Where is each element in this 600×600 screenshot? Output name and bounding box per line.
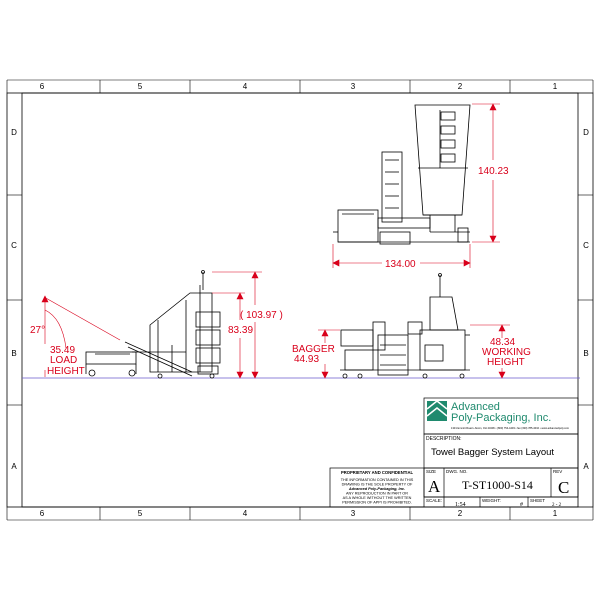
- scale-label: SCALE:: [426, 498, 442, 503]
- sheet-value: 2 - 2: [552, 503, 562, 508]
- row-label: B: [583, 349, 588, 358]
- outer-frame: [6, 92, 594, 508]
- company-name-line1: Advanced: [451, 401, 500, 413]
- col-label: 4: [243, 509, 248, 518]
- col-label: 4: [243, 82, 248, 91]
- proprietary-line: ANY REPRODUCTION IN PART OR: [346, 492, 408, 496]
- row-label: C: [11, 241, 17, 250]
- dim-load-height-value: 35.49: [50, 345, 75, 356]
- description-label: DESCRIPTION:: [426, 436, 462, 442]
- col-label: 6: [40, 509, 45, 518]
- col-label: 5: [138, 82, 143, 91]
- row-label: B: [11, 349, 16, 358]
- col-label: 3: [351, 82, 356, 91]
- left-dims: [41, 271, 262, 379]
- rev-label: REV: [553, 469, 562, 474]
- row-label: A: [583, 462, 589, 471]
- row-label: A: [11, 462, 17, 471]
- dim-bagger-label: BAGGER: [292, 344, 335, 355]
- sheet-label: SHEET: [530, 498, 545, 503]
- title-block: [329, 397, 579, 508]
- col-label: 2: [458, 509, 463, 518]
- dwg-label: DWG. NO.: [446, 469, 468, 474]
- company-logo: [426, 400, 448, 421]
- size-label: SIZE: [426, 469, 436, 474]
- dim-load-height-l1: LOAD: [50, 355, 77, 366]
- dim-working-l1: WORKING: [482, 347, 531, 358]
- top-dims: [332, 103, 500, 268]
- dim-working-value: 48.34: [490, 337, 515, 348]
- proprietary-title: PROPRIETARY AND CONFIDENTIAL: [341, 470, 414, 475]
- company-name-line2: Poly-Packaging, Inc.: [451, 412, 551, 424]
- col-label: 1: [553, 82, 558, 91]
- proprietary-line: AS A WHOLE WITHOUT THE WRITTEN: [343, 496, 412, 500]
- row-label: D: [11, 128, 17, 137]
- right-dims: [318, 324, 510, 379]
- front-view-machine: [340, 273, 470, 379]
- weight-value: #: [520, 502, 523, 508]
- inner-frame: [21, 92, 579, 508]
- size-value: A: [428, 477, 441, 496]
- top-view-machine: [333, 104, 471, 245]
- proprietary-line: PERMISSION OF APPI IS PROHIBITED.: [342, 501, 412, 505]
- dim-working-l2: HEIGHT: [487, 357, 525, 368]
- weight-label: WEIGHT:: [482, 498, 501, 503]
- dim-overall-height: ( 103.97 ): [240, 310, 283, 321]
- side-view-machine: [85, 270, 221, 379]
- proprietary-line: Advanced Poly-Packaging, Inc.: [348, 487, 405, 491]
- col-label: 5: [138, 509, 143, 518]
- col-label: 1: [553, 509, 558, 518]
- proprietary-line: DRAWING IS THE SOLE PROPERTY OF: [342, 483, 413, 487]
- proprietary-line: THE INFORMATION CONTAINED IN THIS: [341, 478, 414, 482]
- description-text: Towel Bagger System Layout: [431, 447, 554, 458]
- dim-load-height-l2: HEIGHT: [47, 366, 85, 377]
- col-label: 2: [458, 82, 463, 91]
- zone-ticks: [7, 80, 593, 520]
- row-label: C: [583, 241, 589, 250]
- company-address: 1331 Emmitt Road • Akron, OH 44306 • (80…: [451, 426, 569, 430]
- dim-conveyor-height: 83.39: [228, 325, 253, 336]
- col-label: 3: [351, 509, 356, 518]
- rev-value: C: [558, 478, 569, 497]
- scale-value: 1:54: [455, 502, 466, 508]
- dwg-number: T-ST1000-S14: [462, 478, 533, 492]
- dim-load-angle: 27°: [30, 325, 45, 336]
- col-label: 6: [40, 82, 45, 91]
- dim-top-width: 134.00: [385, 259, 416, 270]
- row-label: D: [583, 128, 589, 137]
- dim-top-height: 140.23: [478, 166, 509, 177]
- dim-bagger-value: 44.93: [294, 354, 319, 365]
